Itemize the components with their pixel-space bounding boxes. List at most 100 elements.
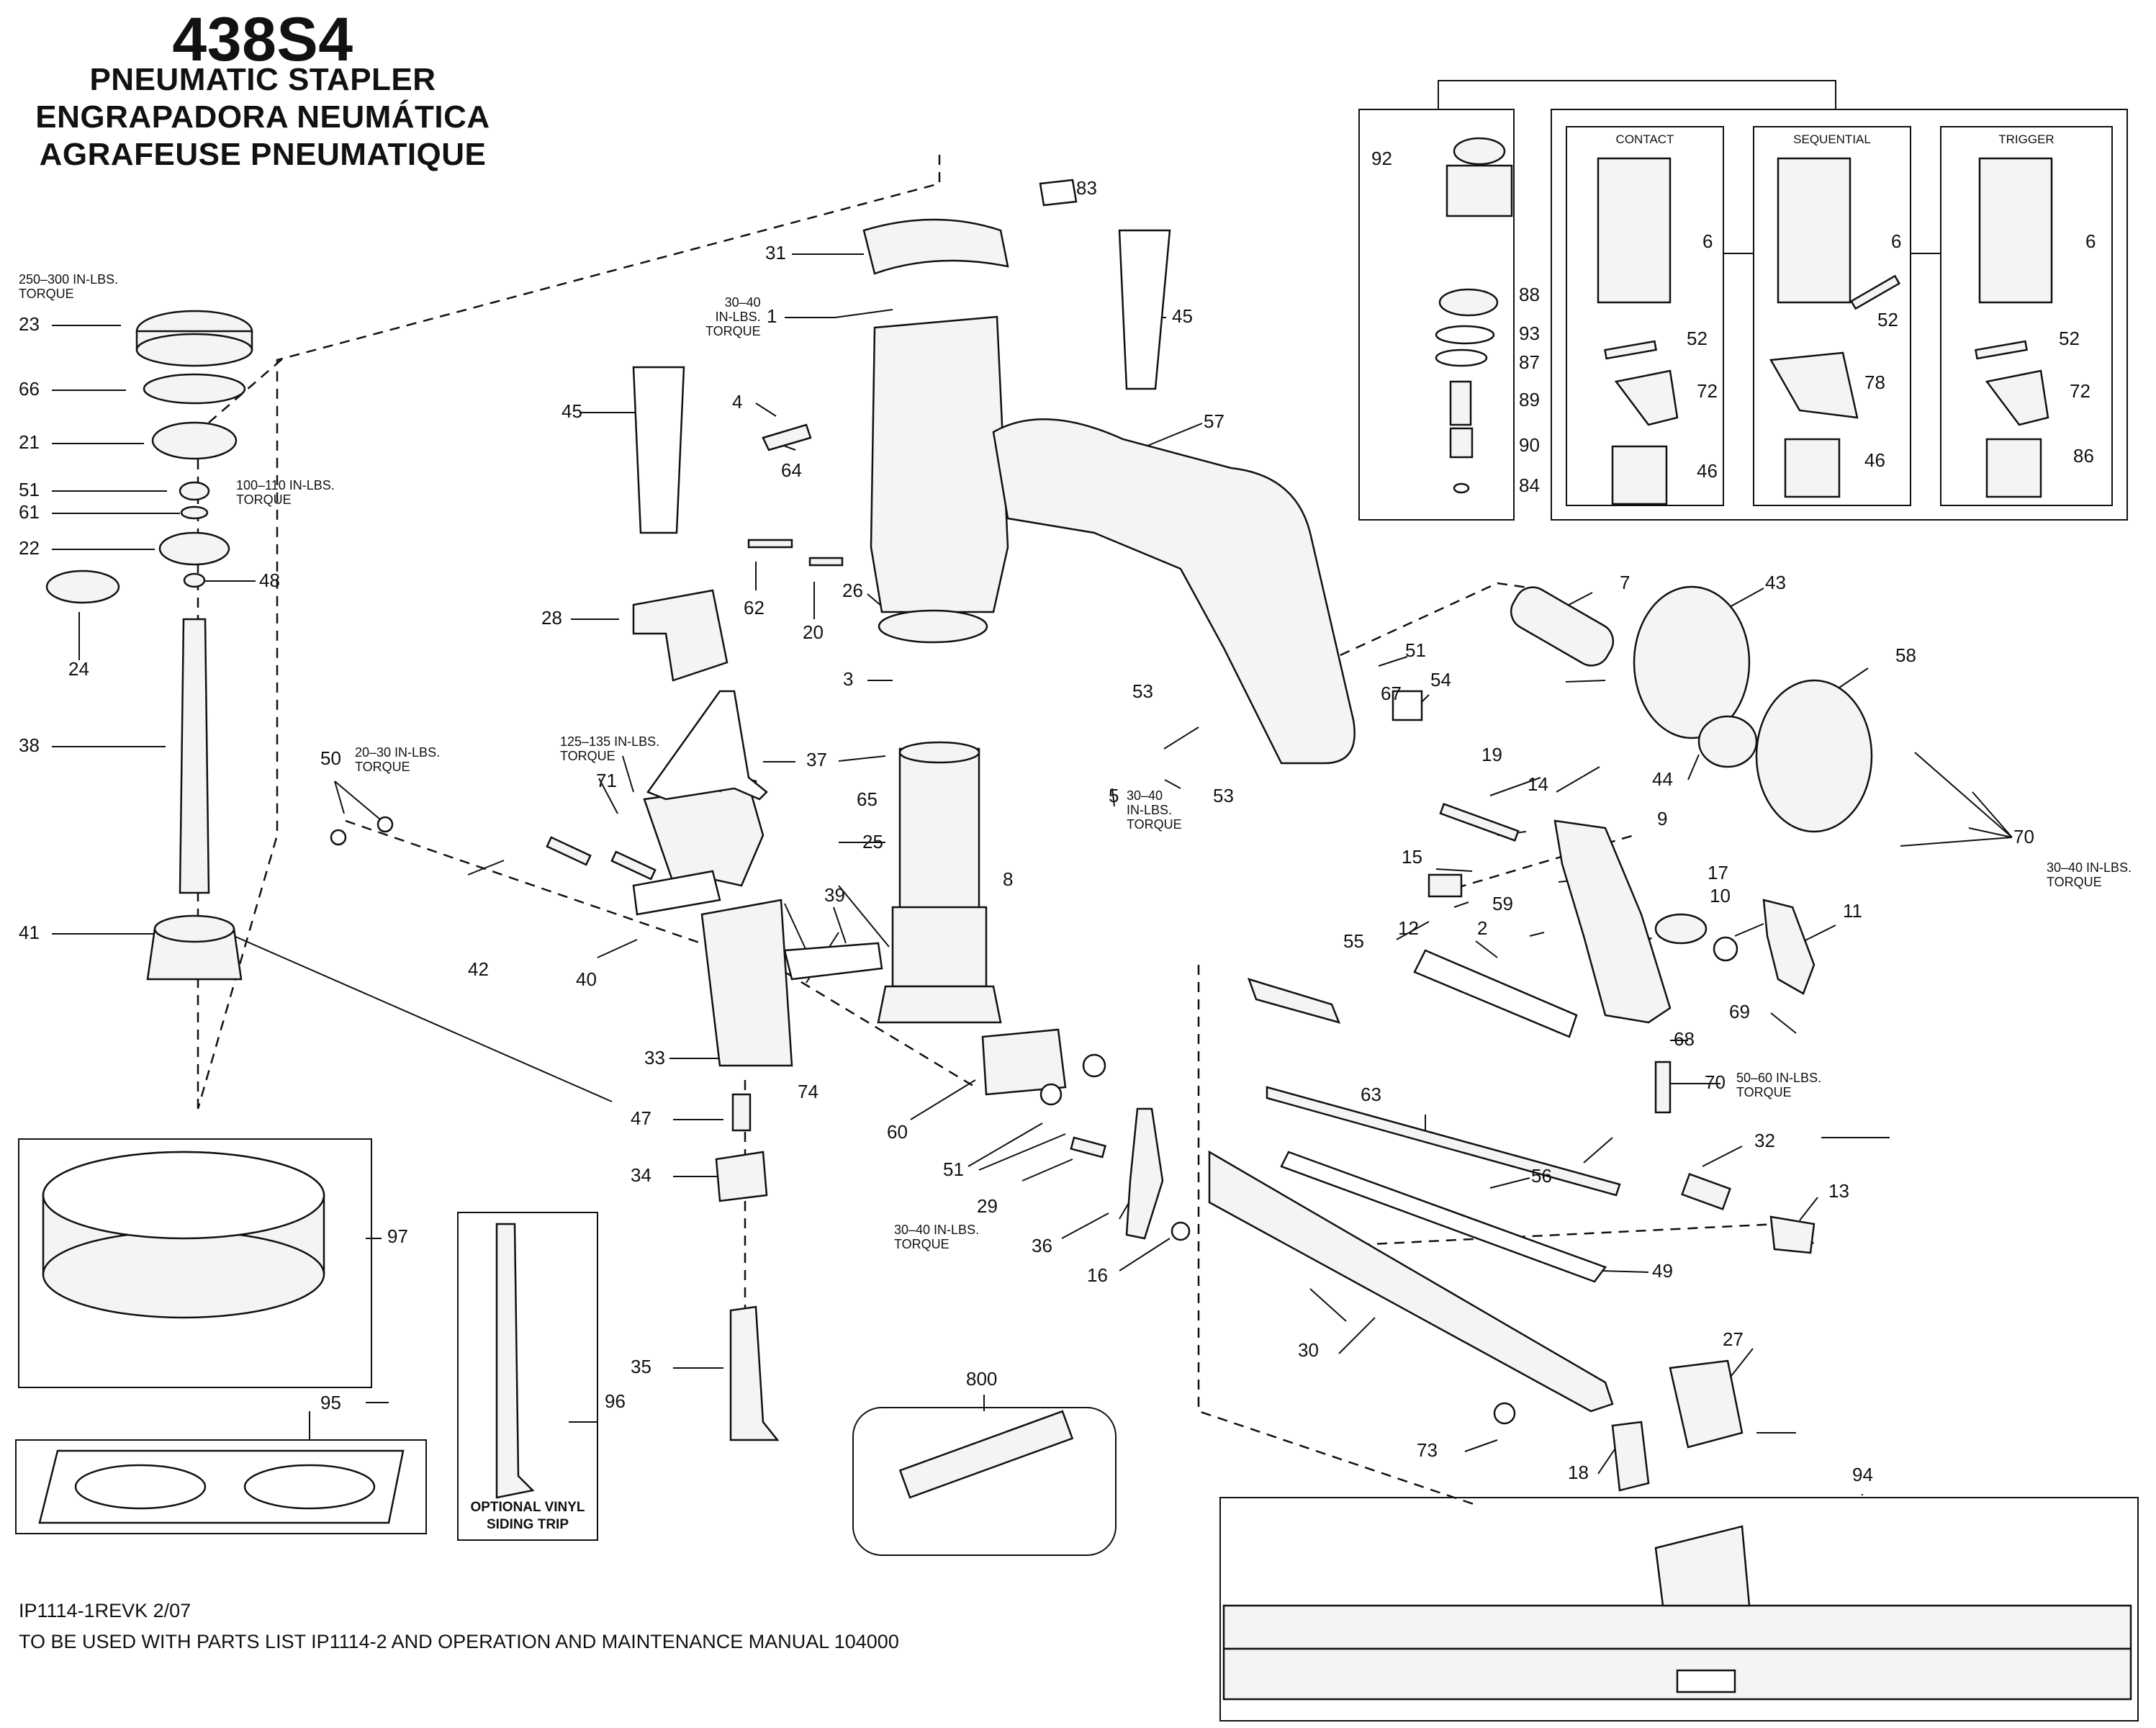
callout-54: 54	[1430, 669, 1451, 690]
inset-97-frame	[18, 1138, 372, 1388]
pusher-12	[1413, 949, 1578, 1038]
callout-26: 26	[842, 580, 863, 601]
magazine-assembly	[1208, 949, 1621, 1413]
callout-67: 67	[1381, 683, 1402, 704]
wedge-15	[1427, 873, 1463, 898]
trip-36	[1125, 1107, 1164, 1240]
end-cap-assembly	[1392, 585, 1873, 1492]
wire-37	[646, 690, 768, 801]
box-label-sequential: SEQUENTIAL	[1793, 132, 1871, 146]
callout-96: 96	[605, 1390, 626, 1412]
title-english: PNEUMATIC STAPLER	[89, 62, 436, 97]
callout-25: 25	[862, 831, 883, 852]
callout-21: 21	[19, 431, 40, 453]
torque-note-5: 30–40 IN-LBS. TORQUE	[1127, 788, 1182, 832]
callout-43: 43	[1765, 572, 1786, 593]
trigger-11	[1762, 899, 1816, 995]
piston-bumper	[151, 421, 238, 460]
cylinder-cap-stack	[45, 310, 253, 981]
callout-29: 29	[977, 1195, 998, 1217]
callout-50: 50	[320, 747, 341, 769]
callout-89: 89	[1519, 389, 1540, 410]
pin-32	[1681, 1173, 1731, 1210]
callout-83: 83	[1076, 177, 1097, 199]
deflector-45-right	[1118, 229, 1171, 390]
callout-74: 74	[798, 1081, 818, 1102]
callout-32: 32	[1754, 1130, 1775, 1151]
torque-note-50: 20–30 IN-LBS. TORQUE	[355, 745, 441, 774]
trigger-options-frame	[1358, 80, 2128, 521]
contact-35	[729, 1305, 780, 1441]
callout-51-right: 51	[1405, 639, 1426, 661]
pin-14	[1439, 803, 1520, 842]
callout-6-trigger: 6	[2085, 230, 2096, 252]
callout-93: 93	[1519, 323, 1540, 344]
title-french: AGRAFEUSE PNEUMATIQUE	[39, 137, 487, 172]
callout-20: 20	[803, 621, 824, 643]
inset-96-frame	[457, 1212, 598, 1541]
callout-53-top: 53	[1132, 680, 1153, 702]
callout-5: 5	[1109, 785, 1119, 806]
torque-note-70-right: 30–40 IN-LBS. TORQUE	[2047, 860, 2132, 889]
callout-71: 71	[596, 770, 617, 791]
o-ring	[143, 373, 246, 405]
callout-leader-lines	[52, 189, 2013, 1495]
valve-options-content	[1435, 137, 2053, 505]
callout-6-sequential: 6	[1891, 230, 1902, 252]
callout-92: 92	[1371, 148, 1392, 169]
callout-94: 94	[1852, 1464, 1873, 1485]
callout-63: 63	[1361, 1084, 1381, 1105]
torque-note-29: 30–40 IN-LBS. TORQUE	[894, 1223, 980, 1251]
handle	[992, 418, 1356, 765]
callout-41: 41	[19, 922, 40, 943]
callout-57: 57	[1204, 410, 1224, 432]
callout-2: 2	[1477, 917, 1488, 939]
callout-72-contact: 72	[1697, 380, 1718, 402]
callout-73: 73	[1417, 1439, 1438, 1461]
optional-vinyl-label: OPTIONAL VINYL SIDING TRIP	[470, 1500, 585, 1532]
callout-58: 58	[1895, 644, 1916, 666]
callout-12: 12	[1398, 917, 1419, 939]
magazine-30	[1208, 1150, 1614, 1413]
spring-13	[1769, 1215, 1816, 1254]
callout-31: 31	[765, 242, 786, 264]
callout-45-right: 45	[1172, 305, 1193, 327]
spring-47	[731, 1093, 752, 1132]
main-housing	[632, 179, 1356, 765]
document-id: IP1114-1REVK 2/07	[19, 1600, 191, 1621]
callout-70-right: 70	[2013, 826, 2034, 847]
latch-27	[1669, 1359, 1744, 1449]
callout-90: 90	[1519, 434, 1540, 456]
callout-16: 16	[1087, 1264, 1108, 1286]
box-label-trigger: TRIGGER	[1998, 132, 2054, 146]
callout-8: 8	[1003, 868, 1014, 890]
callout-97: 97	[387, 1225, 408, 1247]
pusher-56	[1266, 1086, 1621, 1197]
deflector-45-left	[632, 366, 685, 534]
callout-52-contact: 52	[1687, 328, 1708, 349]
callout-56: 56	[1531, 1165, 1552, 1187]
callout-47: 47	[631, 1107, 651, 1129]
callout-17: 17	[1708, 862, 1728, 883]
torque-note-71: 125–135 IN-LBS. TORQUE	[560, 734, 660, 763]
callout-48: 48	[259, 570, 280, 591]
block-34	[715, 1151, 768, 1202]
callout-51: 51	[19, 479, 40, 500]
callout-59: 59	[1492, 893, 1513, 914]
callout-88: 88	[1519, 284, 1540, 305]
rail-55	[1247, 978, 1341, 1024]
callout-4: 4	[732, 391, 743, 413]
callout-37: 37	[806, 749, 827, 770]
callout-24: 24	[68, 658, 89, 680]
callout-66: 66	[19, 378, 40, 400]
callout-28: 28	[541, 607, 562, 629]
callout-87: 87	[1519, 351, 1540, 373]
housing-cylinder	[870, 315, 1009, 613]
valve-body-9	[1553, 819, 1672, 1024]
inset-94-frame	[1219, 1497, 2139, 1722]
callout-61: 61	[19, 501, 40, 523]
callout-72-trigger: 72	[2070, 380, 2090, 402]
callout-68: 68	[1674, 1028, 1695, 1050]
gasket-26	[878, 609, 988, 644]
